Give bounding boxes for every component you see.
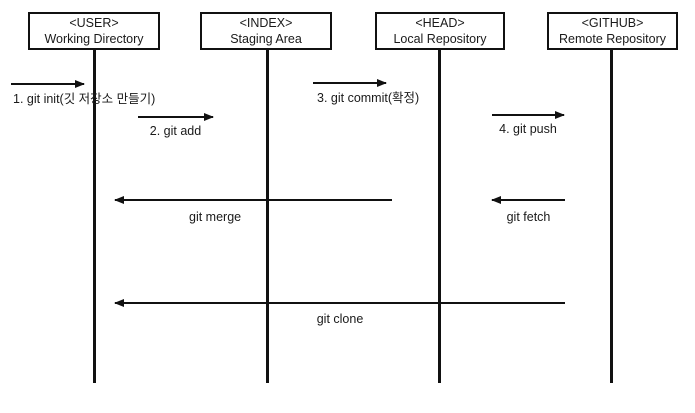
lifeline-local-repository (438, 50, 441, 383)
arrowhead-icon (377, 79, 387, 87)
arrowhead-icon (114, 196, 124, 204)
arrowhead-icon (114, 299, 124, 307)
message-label-git-init: 1. git init(깃 저장소 만들기) (13, 92, 156, 106)
lifeline-working-directory (93, 50, 96, 383)
message-label-git-merge: git merge (189, 210, 242, 224)
arrowhead-icon (491, 196, 501, 204)
actor-tag: <INDEX> (239, 16, 293, 30)
message-arrow-git-clone (114, 299, 565, 307)
actor-tag: <USER> (69, 16, 119, 30)
actor-tag: <HEAD> (415, 16, 465, 30)
arrowhead-icon (75, 80, 85, 88)
arrowhead-icon (204, 113, 214, 121)
message-arrow-git-fetch (491, 196, 565, 204)
arrowhead-icon (555, 111, 565, 119)
actor-name: Remote Repository (559, 32, 666, 46)
message-label-git-commit: 3. git commit(확정) (317, 91, 420, 105)
actor-box-remote-repository: <GITHUB> Remote Repository (547, 12, 678, 50)
actor-name: Working Directory (44, 32, 144, 46)
lifeline-remote-repository (610, 50, 613, 383)
actor-name: Staging Area (230, 32, 302, 46)
message-label-git-fetch: git fetch (506, 210, 551, 224)
message-arrow-git-push (492, 111, 565, 119)
message-arrow-git-commit (313, 79, 387, 87)
message-arrow-git-init (11, 80, 85, 88)
message-label-git-push: 4. git push (499, 122, 557, 136)
message-label-git-add: 2. git add (149, 124, 202, 138)
actor-box-working-directory: <USER> Working Directory (28, 12, 160, 50)
message-arrow-git-merge (114, 196, 392, 204)
actor-box-local-repository: <HEAD> Local Repository (375, 12, 505, 50)
message-arrow-git-add (138, 113, 214, 121)
lifeline-staging-area (266, 50, 269, 383)
actor-tag: <GITHUB> (581, 16, 644, 30)
actor-box-staging-area: <INDEX> Staging Area (200, 12, 332, 50)
actor-name: Local Repository (393, 32, 487, 46)
message-label-git-clone: git clone (316, 312, 364, 326)
